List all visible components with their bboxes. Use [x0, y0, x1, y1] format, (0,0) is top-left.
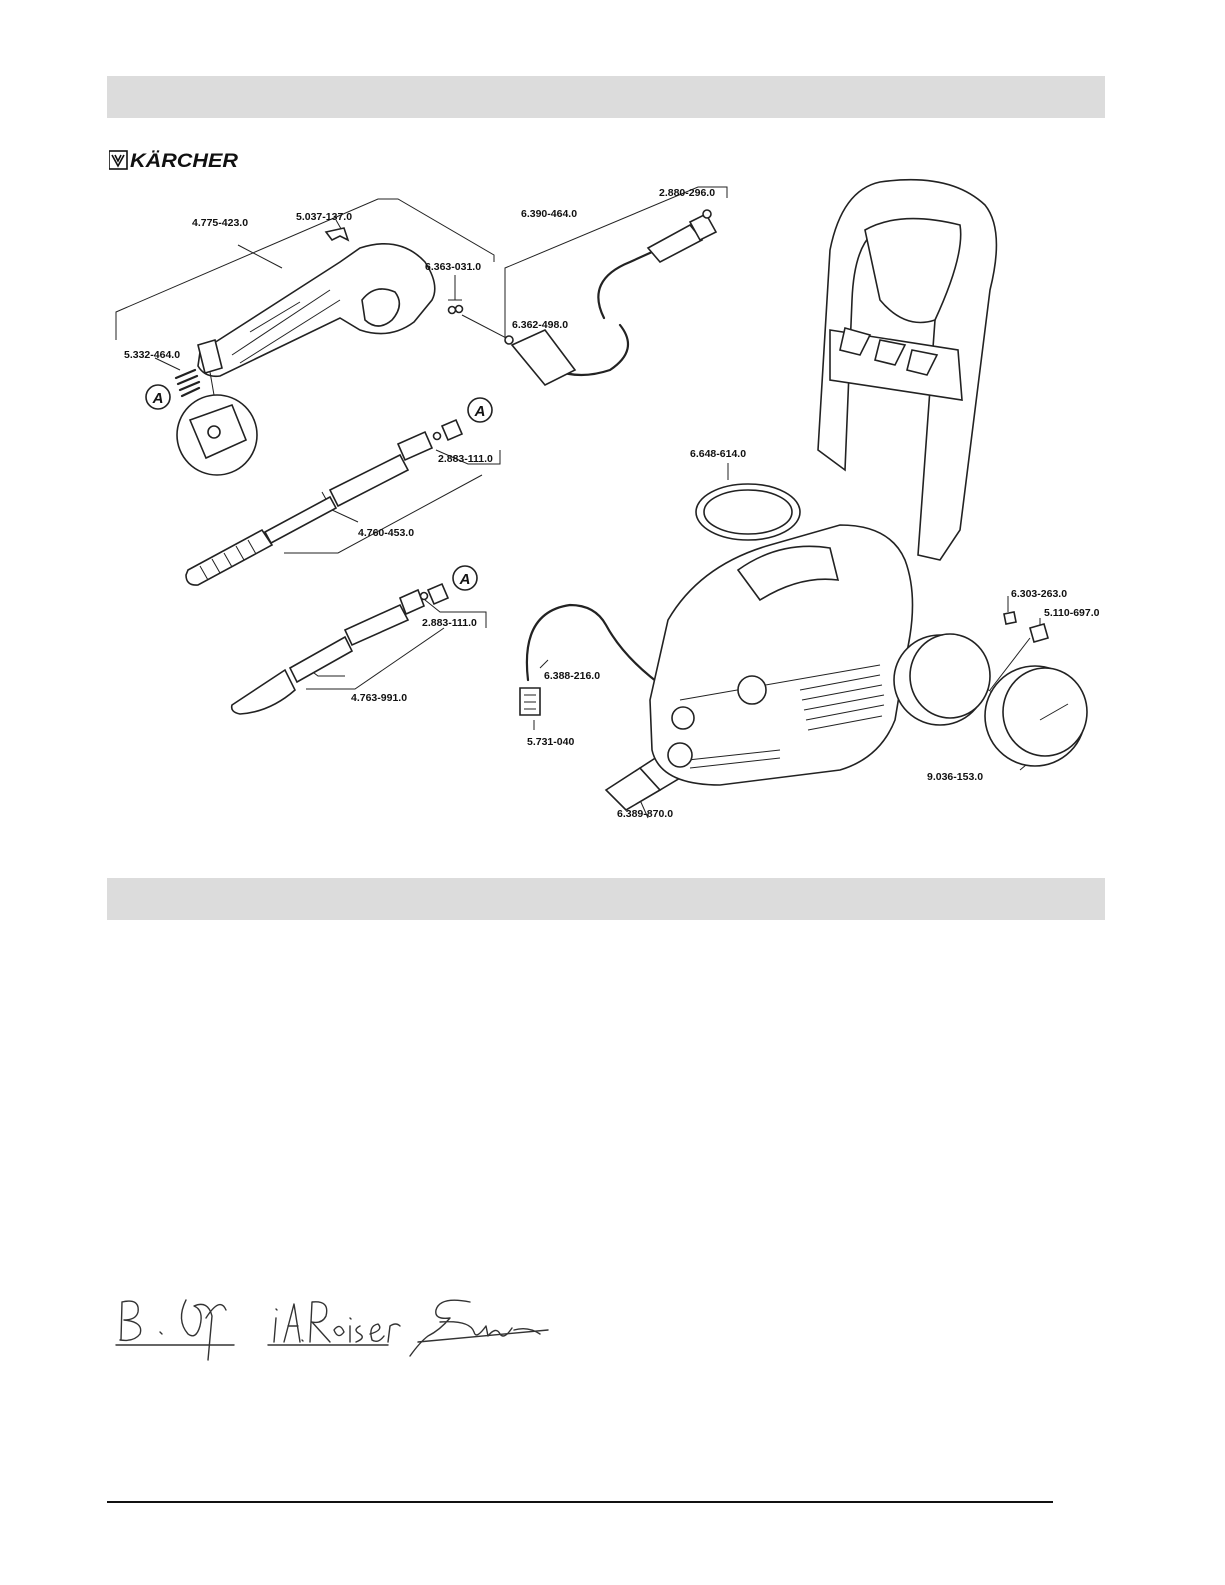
trolley-frame	[818, 180, 996, 560]
spring	[176, 370, 199, 396]
label-lance-orings-2: 2.883-111.0	[422, 617, 477, 629]
wheel-loose	[985, 666, 1087, 766]
label-wheel-washer: 5.110-697.0	[1044, 607, 1100, 619]
pump-body	[650, 525, 913, 785]
marker-a-1: A	[146, 385, 170, 409]
signature-2	[268, 1302, 400, 1345]
dirt-blaster	[232, 584, 448, 714]
trigger-lock	[326, 228, 348, 240]
label-wheel-screw: 6.303-263.0	[1011, 588, 1067, 600]
footer-rule	[107, 1501, 1053, 1503]
wheel-fasteners	[1004, 612, 1048, 642]
label-gun: 4.775-423.0	[192, 217, 248, 229]
detail-circle	[177, 372, 257, 475]
label-wheel: 9.036-153.0	[927, 771, 983, 783]
label-filter: 5.731-040	[527, 736, 574, 748]
label-hose-oring-start: 6.362-498.0	[512, 319, 568, 331]
svg-text:A: A	[152, 390, 164, 407]
label-hose-ring: 6.648-614.0	[690, 448, 746, 460]
marker-a-2: A	[468, 398, 492, 422]
label-hose-oring-end: 2.880-296.0	[659, 187, 715, 199]
label-trigger-lock: 5.037-137.0	[296, 211, 352, 223]
label-dirt-blaster: 4.763-991.0	[351, 692, 407, 704]
signature-1	[116, 1300, 234, 1360]
label-spring: 5.332-464.0	[124, 349, 180, 361]
suction-hose	[520, 605, 668, 715]
svg-text:A: A	[474, 403, 486, 420]
svg-text:A: A	[459, 571, 471, 588]
spray-gun	[198, 244, 435, 377]
hose-ring	[696, 484, 800, 540]
wheel-mounted	[894, 634, 990, 725]
signature-3	[410, 1300, 548, 1356]
high-pressure-hose	[505, 210, 716, 385]
label-spray-lance: 4.760-453.0	[358, 527, 414, 539]
marker-a-3: A	[453, 566, 477, 590]
label-lance-orings-1: 2.883-111.0	[438, 453, 493, 465]
label-hose: 6.390-464.0	[521, 208, 577, 220]
label-suction-hose: 6.388-216.0	[544, 670, 600, 682]
label-hose-coupling: 6.389-870.0	[617, 808, 673, 820]
gun-orings	[449, 306, 463, 314]
label-gun-orings: 6.363-031.0	[425, 261, 481, 273]
